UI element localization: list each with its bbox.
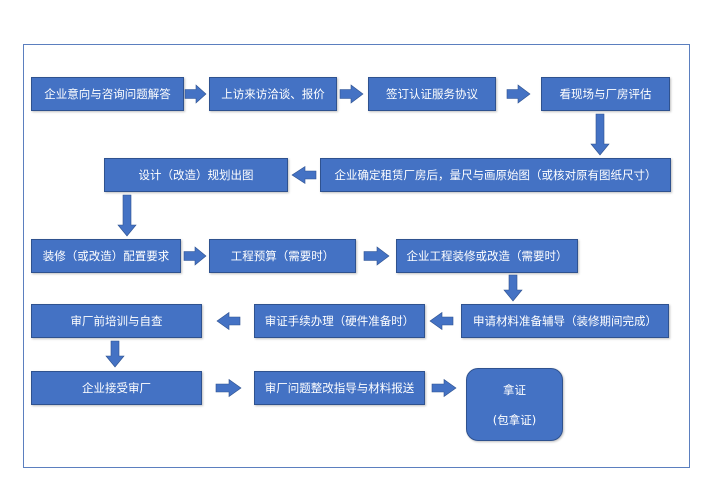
step-renovation-requirements: 装修（或改造）配置要求: [31, 239, 181, 273]
diagram-frame: [23, 44, 690, 468]
arrow-right-1: [184, 84, 207, 104]
step-renovation: 企业工程装修或改造（需要时）: [396, 239, 578, 273]
step-sign-agreement: 签订认证服务协议: [368, 77, 496, 111]
arrow-right-4: [183, 246, 207, 266]
final-subtitle: (包拿证): [492, 412, 537, 427]
step-measure-drawing: 企业确定租赁厂房后，量尺与画原始图（或核对原有图纸尺寸）: [320, 158, 671, 192]
step-design-plan: 设计（改造）规划出图: [104, 158, 288, 192]
arrow-right-5: [363, 246, 390, 266]
arrow-left-3: [216, 311, 241, 331]
step-budget: 工程预算（需要时）: [209, 239, 356, 273]
arrow-right-6: [215, 378, 242, 398]
step-visit-quote: 上访来访洽谈、报价: [209, 77, 337, 111]
arrow-down-2: [117, 194, 137, 237]
arrow-right-7: [431, 378, 457, 398]
final-certificate: 拿证 (包拿证): [466, 368, 563, 441]
step-material-guidance: 申请材料准备辅导（装修期间完成）: [461, 304, 669, 338]
arrow-left-1: [291, 165, 317, 185]
final-title: 拿证: [503, 382, 526, 397]
step-site-evaluation: 看现场与厂房评估: [541, 77, 670, 111]
step-inquiry: 企业意向与咨询问题解答: [31, 77, 184, 111]
step-certification-process: 审证手续办理（硬件准备时）: [254, 304, 425, 338]
arrow-left-2: [429, 311, 454, 331]
step-rectification: 审厂问题整改指导与材料报送: [254, 371, 425, 405]
step-pre-audit-training: 审厂前培训与自查: [31, 304, 202, 338]
arrow-right-3: [506, 84, 531, 104]
step-factory-audit: 企业接受审厂: [31, 371, 202, 405]
arrow-down-4: [105, 340, 125, 368]
arrow-right-2: [339, 84, 364, 104]
arrow-down-1: [590, 113, 610, 156]
arrow-down-3: [503, 274, 523, 302]
